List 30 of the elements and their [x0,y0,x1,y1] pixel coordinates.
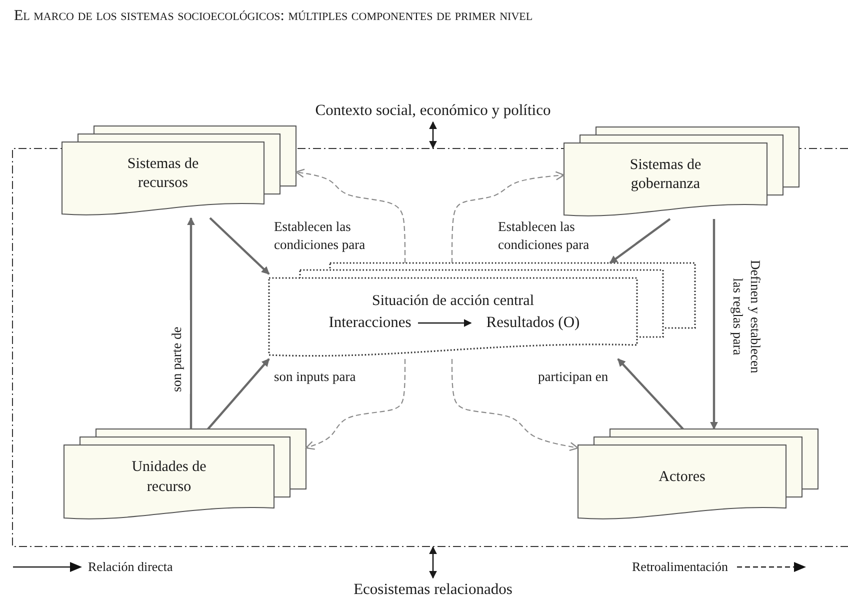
interactions-text: Interacciones [322,312,418,334]
box-label: Unidades de recurso [130,458,208,496]
stacked-document-box [64,429,306,522]
arrow [429,546,437,579]
feedback-arrow [451,171,565,263]
ecosystems-text: Ecosistemas relacionados [300,578,566,602]
diagram-title: El marco de los sistemas socioecológicos: múltiples componentes de primer nivel [14,8,533,25]
arrow [207,358,270,430]
arrow [418,319,472,327]
feedback-arrow [295,168,406,263]
arrow [617,358,684,430]
feedback-arrow [305,359,406,450]
box-label: Actores [658,468,706,487]
arrow [609,218,671,264]
box-label: Sistemas de recursos [126,154,200,193]
arrow [209,217,270,275]
arrow [187,217,195,429]
context-text: Contexto social, económico y político [233,100,633,122]
box-title: Situación de acción central [370,292,535,312]
legend-label: Relación directa [88,559,173,575]
legend-label: Retroalimentación [632,559,728,575]
stacked-document-box [564,127,799,219]
stacked-document-box [62,126,296,218]
box-label: Sistemas de gobernanza [628,156,702,194]
arrow [429,121,437,149]
action-situation-box [269,263,696,359]
feedback-arrow [451,359,579,452]
stacked-document-box [578,429,818,522]
arrow [710,219,718,430]
outcomes-text: Resultados (O) [471,312,595,334]
